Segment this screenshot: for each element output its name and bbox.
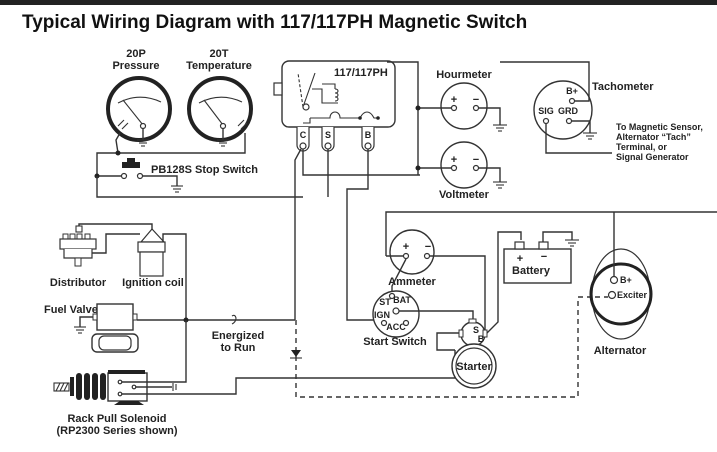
hourmeter-plus: +: [451, 94, 457, 106]
terminal-c-label: C: [300, 130, 307, 140]
rack-pull-label-2: (RP2300 Series shown): [56, 425, 177, 437]
tach-sig-label: SIG: [538, 106, 554, 116]
magnetic-switch-label: 117/117PH: [334, 67, 388, 79]
starter-label: Starter: [456, 361, 492, 373]
alternator: B+ Exciter Alternator: [589, 248, 653, 357]
ground-symbol: [217, 139, 229, 147]
ammeter-label: Ammeter: [388, 276, 436, 288]
voltmeter: + − Voltmeter: [439, 141, 490, 201]
hourmeter-label: Hourmeter: [436, 69, 492, 81]
pressure-gauge-needle: [122, 99, 144, 126]
start-switch-label: Start Switch: [363, 336, 427, 348]
stop-switch-label: PB128S Stop Switch: [151, 164, 258, 176]
rack-pull-label-1: Rack Pull Solenoid: [67, 413, 166, 425]
pressure-gauge-scale: [117, 96, 162, 104]
rack-pull-solenoid: Rack Pull Solenoid (RP2300 Series shown): [53, 370, 178, 437]
tach-bplus-label: B+: [566, 86, 578, 96]
distributor: Distributor: [50, 225, 107, 289]
tachometer-label: Tachometer: [592, 81, 654, 93]
start-switch-acc: ACC: [386, 322, 406, 332]
starter: S B Starter: [451, 318, 497, 389]
ammeter: + − Ammeter: [388, 229, 437, 288]
tach-note-line-4: Signal Generator: [616, 152, 689, 162]
fuel-valve: Fuel Valve: [44, 303, 139, 353]
diagram-title: Typical Wiring Diagram with 117/117PH Ma…: [22, 12, 527, 33]
temperature-gauge-label: Temperature: [186, 60, 252, 72]
hourmeter-minus: −: [473, 94, 479, 106]
tach-note: To Magnetic Sensor, Alternator “Tach” Te…: [616, 122, 703, 162]
ignition-coil-label: Ignition coil: [122, 277, 184, 289]
tach-grd-label: GRD: [558, 106, 579, 116]
tach-note-line-2: Alternator “Tach”: [616, 132, 691, 142]
hourmeter: Hourmeter + −: [436, 69, 493, 130]
pressure-gauge-label: Pressure: [112, 60, 159, 72]
distributor-label: Distributor: [50, 277, 107, 289]
temperature-gauge-bezel: [187, 76, 253, 142]
ground-symbol: [137, 139, 149, 147]
starter-b-terminal: B: [478, 334, 485, 344]
tach-note-line-1: To Magnetic Sensor,: [616, 122, 703, 132]
terminal-s-label: S: [325, 130, 331, 140]
ammeter-plus: +: [403, 241, 409, 253]
start-switch-ign: IGN: [374, 310, 390, 320]
battery-minus: −: [541, 251, 547, 263]
energized-label-2: to Run: [221, 342, 256, 354]
alternator-bplus: B+: [620, 275, 632, 285]
starter-s-terminal: S: [473, 325, 479, 335]
start-switch-bat: BAT: [393, 295, 411, 305]
fuel-valve-label: Fuel Valve: [44, 304, 98, 316]
start-switch-st: ST: [379, 297, 391, 307]
voltmeter-label: Voltmeter: [439, 189, 490, 201]
start-switch: ST BAT IGN ACC Start Switch: [363, 290, 427, 348]
temperature-gauge: 20T Temperature: [186, 48, 253, 142]
ignition-coil: Ignition coil: [122, 228, 184, 289]
alternator-label: Alternator: [594, 345, 647, 357]
top-border: [0, 0, 717, 5]
pressure-gauge-model: 20P: [126, 48, 146, 60]
magnetic-switch: 117/117PH C S B: [273, 60, 396, 152]
fuse-link: [231, 314, 237, 325]
voltmeter-minus: −: [473, 154, 479, 166]
tachometer: B+ SIG GRD Tachometer: [533, 80, 654, 140]
battery-plus: +: [517, 253, 523, 265]
ammeter-minus: −: [425, 241, 431, 253]
alternator-exciter: Exciter: [617, 290, 648, 300]
battery-label: Battery: [512, 265, 551, 277]
temperature-gauge-model: 20T: [210, 48, 229, 60]
diode-icon: [290, 350, 302, 359]
battery: + − Battery: [503, 241, 572, 284]
pressure-gauge: 20P Pressure: [106, 48, 172, 142]
temperature-gauge-scale: [198, 96, 243, 104]
tach-note-line-3: Terminal, or: [616, 142, 667, 152]
temperature-gauge-needle: [203, 99, 224, 126]
pressure-gauge-bezel: [106, 76, 172, 142]
energized-label-1: Energized: [212, 330, 265, 342]
terminal-b-label: B: [365, 130, 372, 140]
stop-switch: PB128S Stop Switch: [120, 158, 258, 180]
voltmeter-plus: +: [451, 154, 457, 166]
